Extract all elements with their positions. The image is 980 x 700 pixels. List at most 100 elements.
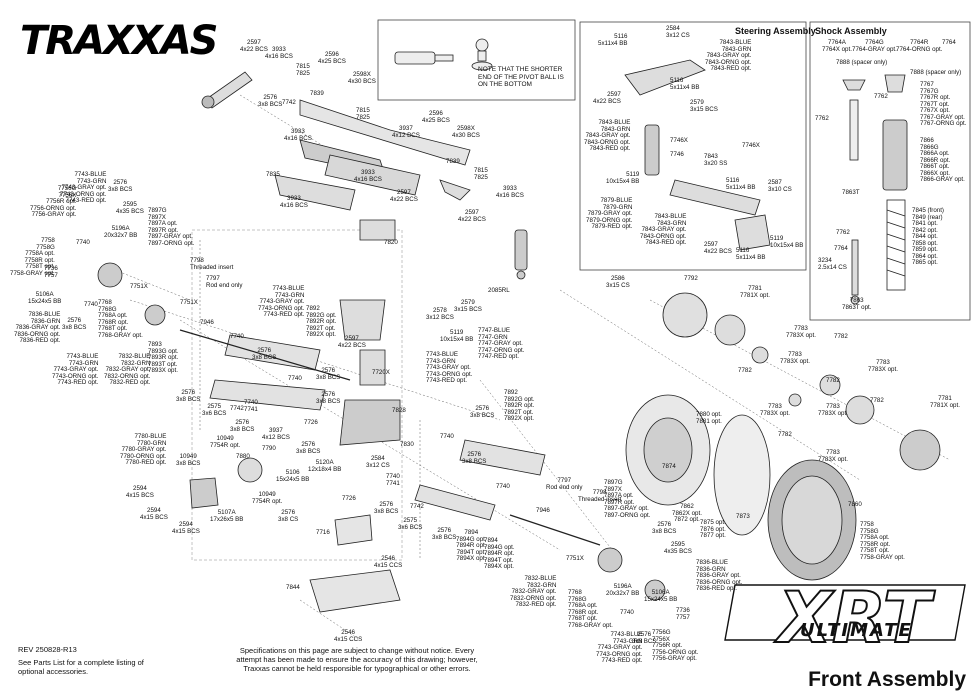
part-label: 2576 3x8 BCS: [470, 405, 495, 419]
part-label: 5119 10x15x4 BB: [770, 235, 804, 249]
part-label: 7746: [670, 151, 684, 158]
part-label: 2579 3x15 BCS: [454, 299, 482, 313]
part-label: 3234 2.5x14 CS: [818, 257, 847, 271]
part-label: 7797 Rod end only: [206, 275, 243, 289]
part-label: 2576 3x8 BCS: [374, 501, 399, 515]
model-logo-subtitle: ULTIMATE: [800, 620, 913, 641]
part-label: 2584 3x12 CS: [366, 455, 390, 469]
part-label: 5196A 20x32x7 BB: [104, 225, 138, 239]
part-label: 7740: [76, 239, 90, 246]
part-label: 7844: [286, 584, 300, 591]
part-label: 3933 4x16 BCS: [280, 195, 308, 209]
bumper-parts: [274, 99, 471, 241]
part-label: 7764R 7764-ORNG opt.: [896, 39, 943, 53]
part-label: 10949 3x8 BCS: [176, 453, 201, 467]
part-label: 5196A 20x32x7 BB: [606, 583, 640, 597]
part-label: 7783 7783X opt.: [760, 403, 790, 417]
bulkhead-parts: [339, 299, 401, 446]
part-label: 2576 3x8 BCS: [652, 521, 677, 535]
part-label: 7726: [342, 495, 356, 502]
part-label: 7792: [684, 275, 698, 282]
part-label: 3933 4x16 BCS: [354, 169, 382, 183]
part-label: 7815 7825: [474, 167, 488, 181]
part-label: 7790: [262, 445, 276, 452]
part-label: 7798 Threaded insert: [190, 257, 234, 271]
part-label: 10949 7754R opt.: [252, 491, 283, 505]
traxxas-logo: TRAXXAS: [20, 18, 218, 64]
part-label: 2597 4x22 BCS: [240, 39, 268, 53]
part-label: 2575 3x6 BCS: [202, 403, 227, 417]
part-label: 7743-BLUE 7743-GRN 7743-GRAY opt. 7743-O…: [426, 351, 473, 384]
part-label: 5116 5x11x4 BB: [726, 177, 756, 191]
part-label: 2576 3x8 BCS: [296, 441, 321, 455]
part-label: 7764: [834, 245, 848, 252]
part-label: 7843 3x20 SS: [704, 153, 728, 167]
part-label: 2598X 4x30 BCS: [452, 125, 480, 139]
part-label: 2546 4x15 CCS: [374, 555, 403, 569]
part-label: 2594 4x15 BCS: [172, 521, 200, 535]
part-label: 3933 4x16 BCS: [496, 185, 524, 199]
part-label: 3933 4x16 BCS: [284, 128, 312, 142]
part-label: 7888 (spacer only): [910, 69, 962, 76]
steering-parts: [624, 59, 771, 251]
part-label: 7781 7781X opt.: [740, 285, 770, 299]
part-label: 7880: [236, 453, 250, 460]
part-label: 7751X: [130, 283, 148, 290]
part-label: 7815 7825: [356, 107, 370, 121]
part-label: 7866 7866G 7866A opt. 7866R opt. 7866T o…: [920, 137, 965, 183]
part-label: 5119 10x15x4 BB: [440, 329, 474, 343]
part-label: 7782: [738, 367, 752, 374]
part-label: 7845 (front) 7849 (rear) 7841 opt. 7842 …: [912, 207, 944, 266]
part-label: 7880 opt. 7881 opt.: [696, 411, 722, 425]
part-label: 2575 3x6 BCS: [398, 517, 423, 531]
shock-exploded-parts: [842, 74, 908, 305]
part-label: 7746X: [670, 137, 688, 144]
part-label: 7863T: [842, 189, 860, 196]
part-label: 7780-BLUE 7780-GRN 7780-GRAY opt. 7780-O…: [120, 433, 167, 466]
part-label: 7832-BLUE 7832-GRN 7832-GRAY opt. 7832-O…: [510, 575, 557, 608]
part-label: 7740: [288, 375, 302, 382]
part-label: 7740: [84, 301, 98, 308]
part-label: 7764A 7764X opt.: [822, 39, 852, 53]
part-label: 7946: [200, 319, 214, 326]
part-label: 7797 Rod end only: [546, 477, 583, 491]
part-label: 7888 (spacer only): [836, 59, 888, 66]
part-label: 2596 4x25 BCS: [318, 51, 346, 65]
part-label: 7768 7768G 7768A opt. 7768R opt. 7768T o…: [98, 299, 143, 339]
part-label: 7879-BLUE 7879-GRN 7879-GRAY opt. 7879-O…: [586, 197, 633, 230]
part-label: 7863 7863T opt.: [842, 297, 872, 311]
shock-assembly-title: Shock Assembly: [815, 26, 887, 36]
part-label: 2594 4x15 BCS: [140, 507, 168, 521]
right-arm-parts: [414, 439, 666, 601]
pivot-note: NOTE THAT THE SHORTER END OF THE PIVOT B…: [478, 66, 564, 88]
part-label: 3937 4x12 BCS: [262, 427, 290, 441]
part-label: 7782: [826, 377, 840, 384]
part-label: 7716: [316, 529, 330, 536]
part-label: 7743-BLUE 7743-GRN 7743-GRAY opt. 7743-O…: [596, 631, 643, 664]
part-label: 7892 7892G opt. 7892R opt. 7892T opt. 78…: [504, 389, 535, 422]
part-label: 2085RL: [488, 287, 510, 294]
part-label: 7746X: [742, 142, 760, 149]
part-label: 7782: [778, 431, 792, 438]
part-label: 7740 7741: [386, 473, 400, 487]
part-label: 5106 15x24x5 BB: [276, 469, 310, 483]
part-label: 7893 7893G opt. 7893R opt. 7893T opt. 78…: [148, 341, 179, 374]
part-label: 7751X: [566, 555, 584, 562]
part-label: 2597 4x22 BCS: [338, 335, 366, 349]
part-label: 7781 7781X opt.: [930, 395, 960, 409]
part-label: 5116 5x11x4 BB: [670, 77, 700, 91]
part-label: 5107A 17x26x5 BB: [210, 509, 244, 523]
part-label: 7768 7768G 7768A opt. 7768R opt. 7768T o…: [568, 589, 613, 629]
skid-plate-parts: [309, 514, 401, 613]
part-label: 2576 3x8 CS: [278, 509, 299, 523]
part-label: 5106A 15x24x5 BB: [28, 291, 62, 305]
part-label: 7828: [392, 407, 406, 414]
part-label: 7873: [736, 513, 750, 520]
part-label: 2576 3x8 BCS: [62, 317, 87, 331]
part-label: 7747-BLUE 7747-GRN 7747-GRAY opt. 7747-O…: [478, 327, 525, 360]
differential-parts: [189, 292, 941, 509]
part-label: 5119 10x15x4 BB: [606, 171, 640, 185]
part-label: 5116 5x11x4 BB: [598, 33, 628, 47]
part-label: 7860: [848, 501, 862, 508]
part-label: 2576 3x8 BCS: [252, 347, 277, 361]
